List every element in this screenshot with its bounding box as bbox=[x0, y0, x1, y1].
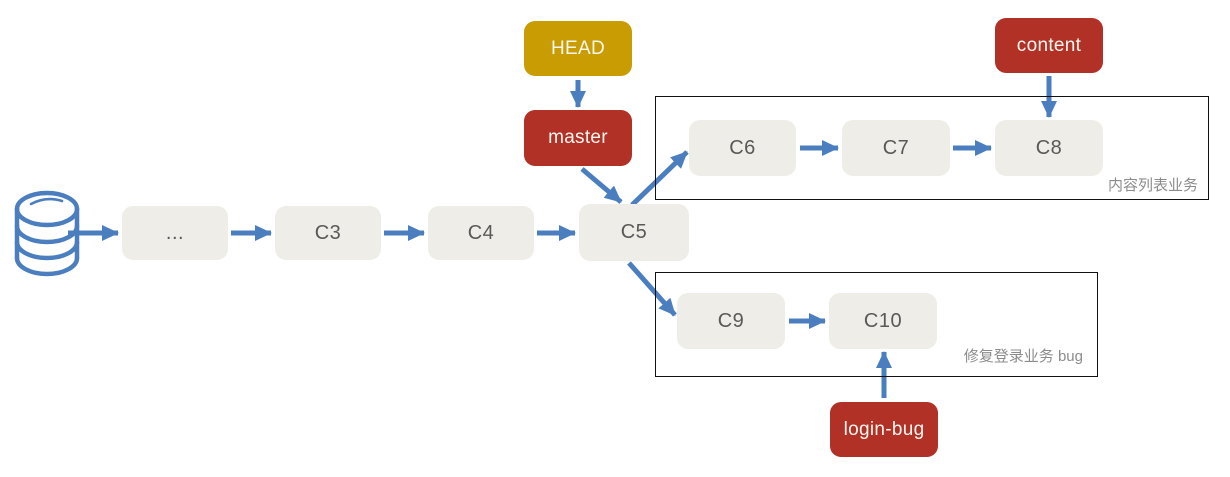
group-box-login-bugfix: 修复登录业务 bug bbox=[655, 272, 1098, 377]
arrow-c5-to-c9 bbox=[627, 261, 677, 317]
commit-node-c7: C7 bbox=[842, 120, 950, 176]
group-label-content-list: 内容列表业务 bbox=[1107, 177, 1198, 194]
group-label-login-bugfix: 修复登录业务 bug bbox=[963, 348, 1083, 365]
commit-node-c9: C9 bbox=[677, 293, 785, 349]
commit-node-c8: C8 bbox=[995, 120, 1103, 176]
commit-node-c6: C6 bbox=[689, 120, 796, 176]
commit-node-c10: C10 bbox=[829, 293, 937, 349]
arrow-c5-to-c6 bbox=[630, 150, 689, 207]
commit-node-c4: C4 bbox=[428, 206, 534, 260]
branch-label-content: content bbox=[995, 18, 1103, 73]
head-pointer: HEAD bbox=[524, 21, 632, 76]
arrow-master-to-c5 bbox=[580, 167, 623, 204]
commit-node-c3: C3 bbox=[275, 206, 381, 260]
branch-label-master: master bbox=[524, 110, 632, 166]
commit-node-ellipsis: ... bbox=[122, 206, 228, 260]
group-box-content-list: 内容列表业务 bbox=[655, 96, 1209, 200]
commit-node-c5: C5 bbox=[579, 204, 689, 261]
branch-label-login-bug: login-bug bbox=[830, 402, 938, 457]
